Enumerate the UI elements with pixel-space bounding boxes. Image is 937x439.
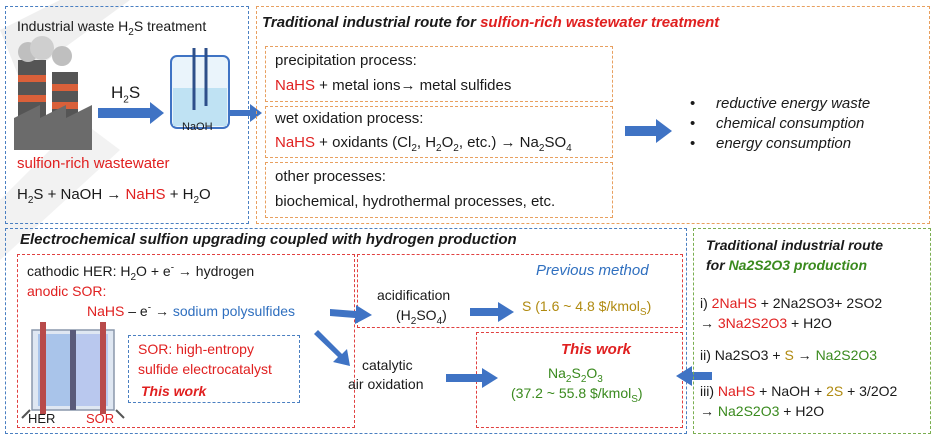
- other-processes-box: [265, 162, 613, 218]
- drawback-bullet: •: [690, 115, 696, 132]
- precipitation-box: [265, 46, 613, 102]
- sulfur-product: S (1.6 ~ 4.8 $/kmolS): [522, 298, 652, 318]
- thiosulfate-price: (37.2 ~ 55.8 $/kmolS): [511, 385, 643, 405]
- wet-oxidation-equation: NaHS + oxidants (Cl2, H2O2, etc.) → Na2S…: [275, 134, 572, 154]
- reaction-i-line1: i) 2NaHS + 2Na2SO3+ 2SO2: [700, 295, 883, 311]
- acidification-reagent: (H2SO4): [396, 307, 447, 327]
- precipitation-heading: precipitation process:: [275, 52, 417, 69]
- sor-catalyst-line1: SOR: high-entropy: [138, 341, 254, 357]
- drawback-item: reductive energy waste: [716, 95, 871, 112]
- precipitation-equation: NaHS + metal ions→ metal sulfides: [275, 77, 512, 94]
- arrow-to-thiosulfate: [446, 368, 498, 388]
- h2s-label: H2S: [111, 83, 141, 106]
- reaction-iii-line1: iii) NaHS + NaOH + 2S + 3/2O2: [700, 383, 898, 399]
- acidification-label: acidification: [377, 287, 451, 303]
- reaction-ii: ii) Na2SO3 + S → Na2S2O3: [700, 347, 878, 363]
- sor-catalyst-box: [128, 335, 300, 403]
- sor-label: SOR: [86, 411, 115, 426]
- thiosulfate-product: Na2S2O3: [548, 365, 603, 385]
- thio-route-title-line1: Traditional industrial route: [706, 237, 884, 253]
- naoh-reaction-equation: H2S + NaOH → NaHS + H2O: [17, 186, 211, 206]
- arrow-from-thio-route: [676, 366, 712, 386]
- reaction-iii-line2: → Na2S2O3 + H2O: [700, 403, 825, 419]
- arrow-to-catalytic: [314, 330, 350, 366]
- electrochemical-title: Electrochemical sulfion upgrading couple…: [20, 231, 517, 248]
- drawback-item: chemical consumption: [716, 115, 865, 132]
- sor-this-work: This work: [141, 383, 207, 399]
- electrochem-reactions-box: [17, 254, 355, 428]
- waste-panel-title: Industrial waste H2S treatment: [17, 18, 207, 38]
- her-label: HER: [28, 411, 56, 426]
- previous-method-box: [357, 254, 683, 328]
- traditional-route-panel: [256, 6, 930, 224]
- sor-catalyst-line2: sulfide electrocatalyst: [138, 361, 272, 377]
- catalytic-line2: air oxidation: [348, 376, 424, 392]
- reaction-i-line2: → 3Na2S2O3 + H2O: [700, 315, 832, 331]
- other-processes-text: biochemical, hydrothermal processes, etc…: [275, 193, 556, 210]
- previous-method-label: Previous method: [536, 262, 649, 279]
- electrochemical-panel: [5, 228, 687, 434]
- thiosulfate-route-panel: [693, 228, 931, 434]
- naoh-label: NaOH: [182, 121, 213, 133]
- wastewater-label: sulfion-rich wastewater: [17, 155, 170, 172]
- catalytic-line1: catalytic: [362, 357, 413, 373]
- anodic-sor-equation: NaHS – e- → sodium polysulfides: [87, 302, 296, 319]
- traditional-route-title: Traditional industrial route for sulfion…: [262, 14, 720, 31]
- wet-oxidation-heading: wet oxidation process:: [275, 110, 424, 127]
- thio-route-title-line2: for Na2S2O3 production: [706, 257, 868, 273]
- drawback-bullet: •: [690, 95, 696, 112]
- arrow-to-sulfur: [470, 302, 514, 322]
- cathodic-her-equation: cathodic HER: H2O + e- → hydrogen: [27, 262, 255, 283]
- drawback-item: energy consumption: [716, 135, 852, 152]
- other-processes-heading: other processes:: [275, 168, 386, 185]
- drawback-bullet: •: [690, 135, 696, 152]
- anodic-sor-label: anodic SOR:: [27, 283, 107, 299]
- arrow-to-acidification: [330, 305, 372, 324]
- wet-oxidation-box: [265, 106, 613, 158]
- this-work-label: This work: [561, 341, 632, 358]
